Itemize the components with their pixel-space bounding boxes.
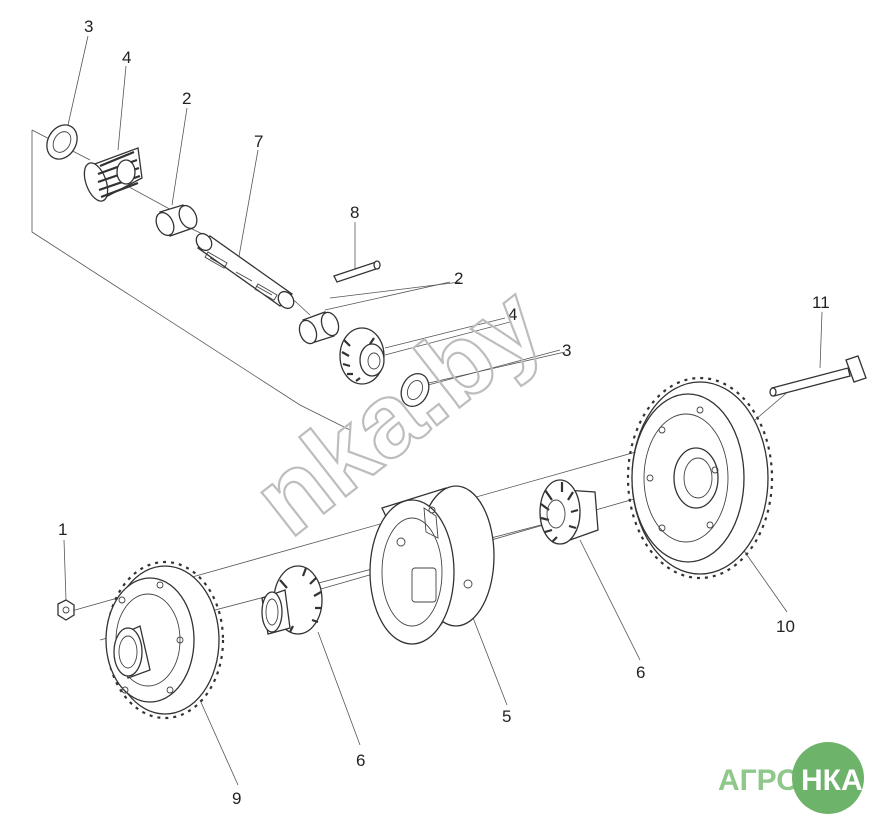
leader-lines: [63, 35, 823, 786]
side-gear-left: [261, 565, 323, 635]
side-gear-right: [539, 479, 599, 545]
logo-word-right: НКА: [801, 764, 863, 797]
ring-gear-large: [626, 376, 774, 580]
differential-case: [369, 485, 495, 645]
callout-6-left: 6: [356, 751, 365, 770]
callout-8: 8: [350, 203, 359, 222]
callout-2-upper: 2: [182, 89, 191, 108]
pinion-shaft: [195, 232, 295, 310]
lock-pin: [333, 260, 381, 283]
logo-word-left: АГРО: [718, 764, 800, 797]
callout-1: 1: [58, 520, 67, 539]
callout-2-lower: 2: [454, 269, 463, 288]
callout-5: 5: [502, 707, 511, 726]
callout-10: 10: [776, 617, 795, 636]
logo-badge: [792, 742, 864, 814]
callout-3-upper: 3: [84, 17, 93, 36]
callout-11: 11: [812, 293, 830, 312]
callout-7: 7: [254, 132, 263, 151]
driven-gear: [105, 560, 225, 720]
callout-4-upper: 4: [122, 48, 131, 67]
bevel-pinion-upper: [83, 147, 143, 202]
hex-nut: [57, 599, 75, 621]
bushing-upper: [155, 204, 198, 237]
callout-6-right: 6: [636, 663, 645, 682]
callout-4-lower: 4: [508, 305, 517, 324]
bolt: [769, 355, 867, 397]
washer-lower: [400, 372, 430, 408]
callout-9: 9: [232, 789, 241, 808]
washer-upper: [46, 124, 78, 160]
agronka-logo: АГРО НКА: [718, 742, 864, 814]
callout-3-lower: 3: [562, 341, 571, 360]
callout-labels: 3 4 2 7 8 2 4 3 11 1 10 6 5 6 9: [58, 17, 830, 808]
bushing-lower: [298, 311, 340, 345]
bevel-pinion-lower: [339, 327, 385, 385]
